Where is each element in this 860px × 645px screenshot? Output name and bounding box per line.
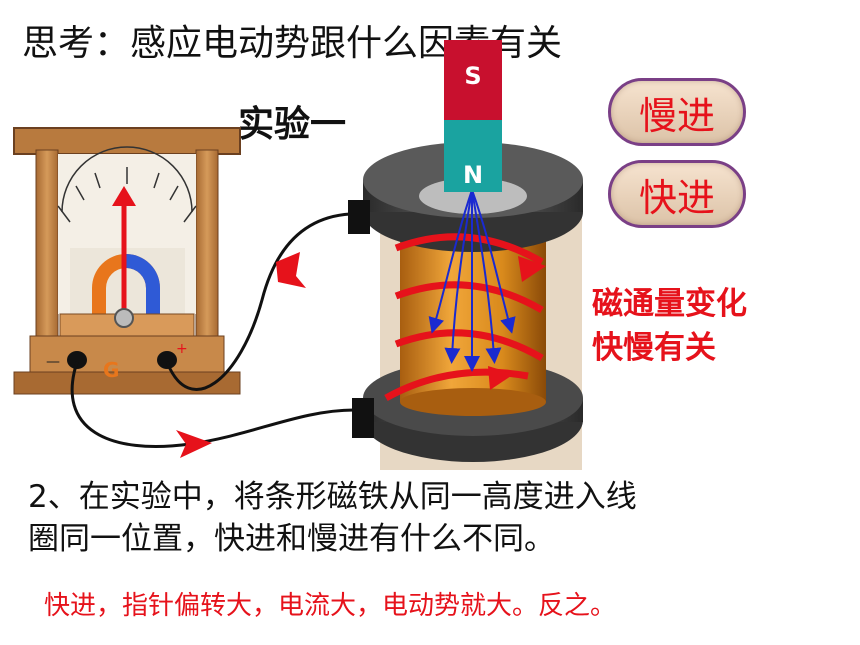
question-line-2: 圈同一位置，快进和慢进有什么不同。 (28, 521, 555, 557)
galvanometer (13, 127, 241, 395)
wire-upper (165, 212, 351, 391)
galvanometer-plus-label: + (176, 341, 188, 357)
bar-magnet (444, 40, 502, 192)
flux-note-line-2: 快慢有关 (592, 330, 716, 366)
galvanometer-g-label: G (103, 358, 119, 382)
magnet-south-label: S (464, 62, 481, 90)
question-text: 2、在实验中，将条形磁铁从同一高度进入线 圈同一位置，快进和慢进有什么不同。 (28, 476, 637, 560)
magnetic-field-lines (428, 189, 516, 372)
current-arrow-icon (176, 430, 212, 458)
fast-in-button[interactable]: 快进 (608, 160, 746, 228)
current-arrow-icon (276, 252, 306, 288)
galvanometer-minus-label: — (46, 354, 60, 370)
flux-note-line-1: 磁通量变化 (592, 286, 747, 322)
answer-text: 快进，指针偏转大，电流大，电动势就大。反之。 (44, 591, 617, 621)
question-line-1: 2、在实验中，将条形磁铁从同一高度进入线 (28, 479, 637, 515)
flux-note: 磁通量变化 快慢有关 (592, 282, 747, 370)
magnet-north-label: N (463, 161, 483, 189)
experiment-label: 实验一 (238, 104, 347, 145)
slow-in-button[interactable]: 慢进 (608, 78, 746, 146)
